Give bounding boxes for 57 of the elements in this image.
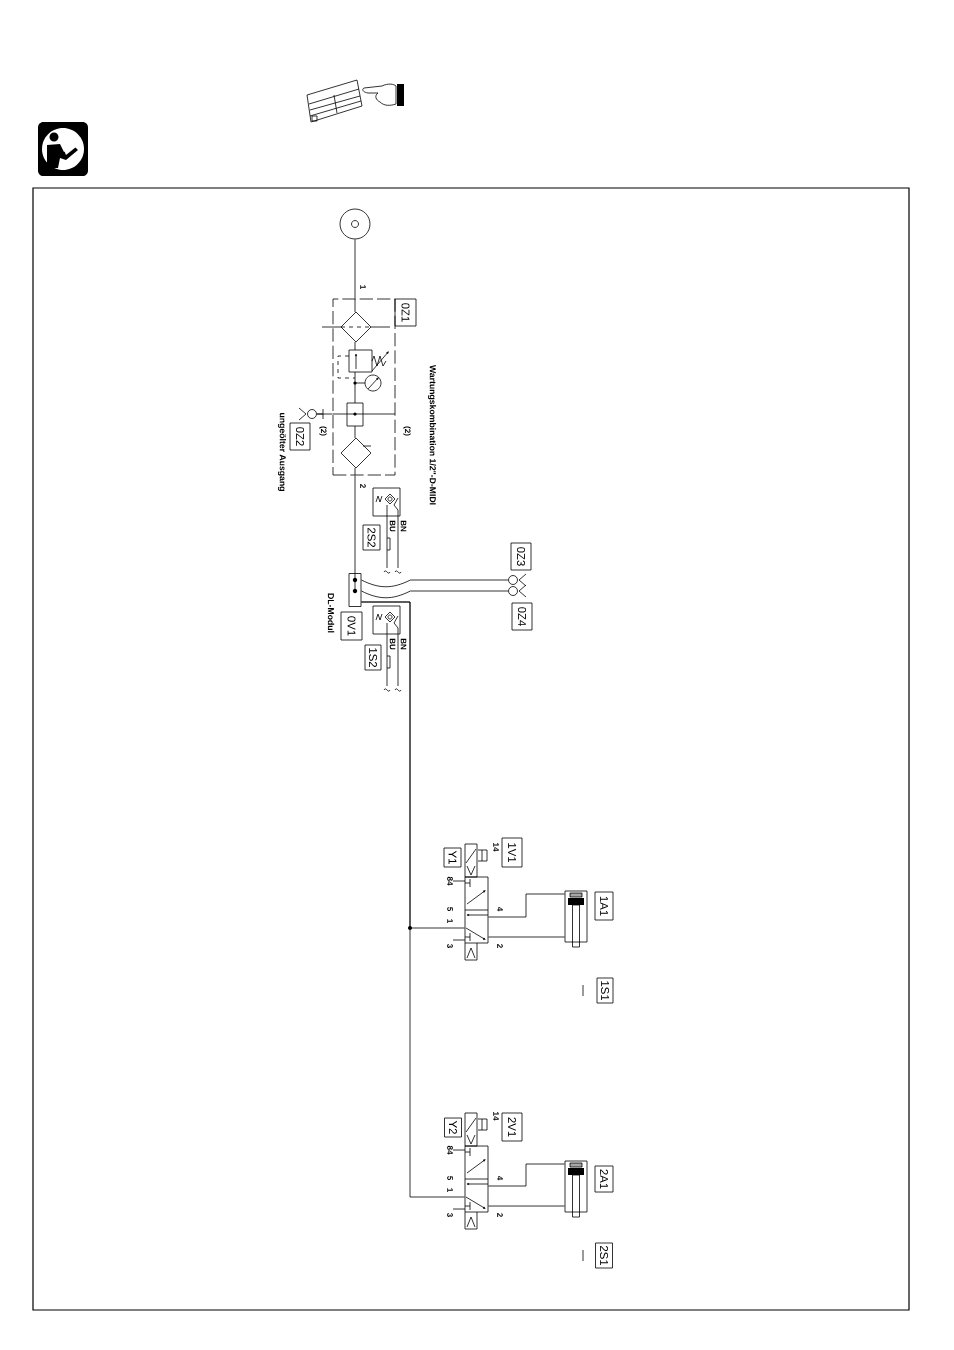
air-line	[488, 1205, 565, 1207]
component-caption: Wartungskombination 1/2"-D-MIDI	[427, 365, 437, 505]
designation-box: 2V1	[501, 1112, 523, 1142]
port-number: 1	[447, 1188, 453, 1192]
designation-box: 1S1	[596, 977, 614, 1004]
air-line	[354, 239, 356, 299]
port-number: 5	[447, 907, 453, 911]
designation-box: 0Z4	[511, 602, 533, 631]
port-number: 3	[447, 1213, 453, 1217]
air-line	[361, 579, 509, 588]
port-number: 2	[360, 484, 366, 488]
cylinder-symbol	[564, 890, 588, 948]
air-line	[354, 475, 356, 574]
distributor-module	[348, 573, 362, 607]
designation-box: 2S1	[595, 1242, 613, 1269]
coupling-symbol	[508, 573, 527, 587]
air-line	[361, 590, 509, 599]
port-number: 5	[447, 1176, 453, 1180]
port-number: 3	[447, 944, 453, 948]
designation-box: 0Z1	[394, 298, 417, 327]
designation-box: 0Z2	[289, 422, 311, 451]
wire-label: BU	[389, 638, 396, 650]
port-number: 2	[497, 1213, 503, 1217]
coupling-symbol	[508, 584, 527, 598]
cylinder-symbol	[564, 1160, 588, 1218]
designation-box: 0Z3	[510, 542, 532, 571]
port-number: (2)	[319, 426, 327, 436]
air-line	[361, 601, 465, 1198]
designation-box: 2A1	[594, 1165, 614, 1193]
designation-box: Y1	[443, 847, 462, 868]
coupling-symbol	[298, 407, 324, 421]
port-number: 84	[447, 876, 453, 886]
port-number: 4	[497, 906, 503, 912]
wire-label: BN	[400, 638, 407, 650]
port-number: (2)	[403, 426, 411, 436]
designation-box: Y2	[444, 1117, 462, 1138]
port-number: 84	[447, 1145, 453, 1155]
outlet-label: ungeölter Ausgang	[277, 413, 287, 491]
designation-box: 2S2	[362, 524, 381, 551]
port-number: 14	[493, 843, 499, 852]
air-line	[488, 893, 565, 918]
wire-label: BN	[400, 520, 407, 532]
designation-box: 0V1	[340, 611, 363, 641]
port-number: 1	[447, 919, 453, 923]
port-number: 14	[493, 1112, 499, 1121]
pressure-source-symbol	[339, 208, 371, 240]
port-number: 1	[360, 285, 366, 289]
port-number: 2	[497, 944, 503, 948]
wire-label: BU	[389, 520, 396, 532]
port-number: 4	[497, 1175, 503, 1181]
air-line	[316, 413, 333, 415]
designation-box: 1A1	[594, 891, 614, 921]
air-line	[488, 936, 565, 938]
air-line	[488, 1163, 565, 1187]
designation-box: 1S2	[364, 644, 382, 671]
designation-box: 1V1	[501, 837, 523, 868]
component-caption: DL-Modul	[327, 593, 335, 633]
